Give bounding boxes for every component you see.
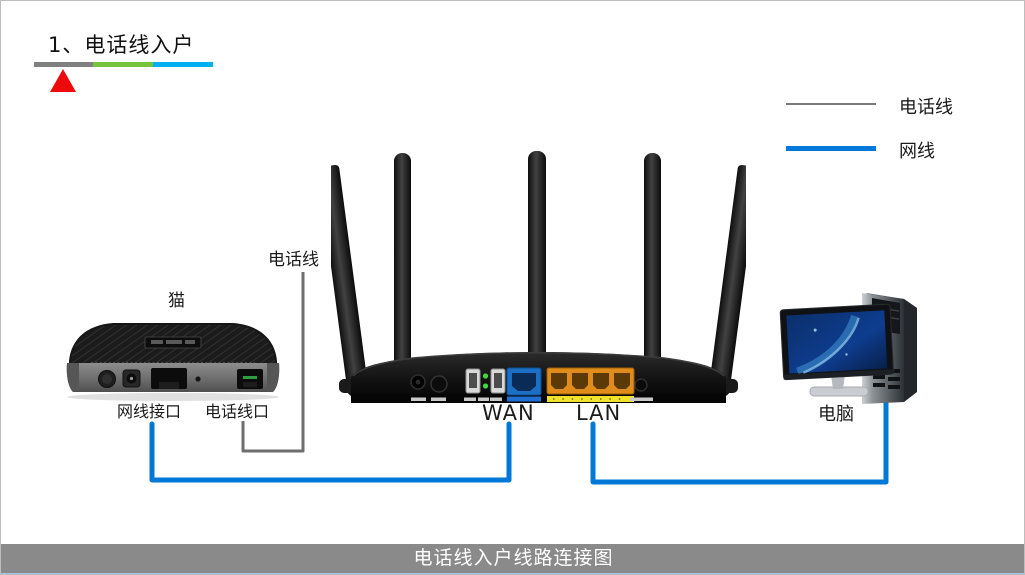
monitor-stand — [831, 375, 845, 389]
title-underline — [34, 62, 213, 67]
router-port-labels-strip — [411, 396, 653, 402]
page-title: 1、电话线入户 — [48, 33, 195, 57]
computer-label: 电脑 — [818, 404, 854, 425]
router-led-green-2 — [482, 383, 489, 389]
monitor-screen — [786, 310, 888, 374]
underline-segment-green — [93, 62, 153, 67]
router-wps-button — [634, 378, 648, 392]
modem-label: 猫 — [168, 291, 185, 311]
phone-line-wire — [241, 272, 305, 453]
antenna-right-outer — [708, 164, 746, 393]
modem-illustration — [66, 323, 280, 401]
modem-shadow — [67, 393, 279, 401]
router-ports — [410, 367, 648, 396]
pc-monitor — [779, 303, 894, 381]
caption-bar: 电话线入户线路连接图 — [1, 544, 1024, 573]
router-power-switch — [430, 375, 448, 393]
legend-phone-line-label: 电话线 — [899, 97, 953, 118]
legend-network-line-swatch — [786, 146, 876, 151]
router-lan-ports — [546, 367, 635, 395]
router-ethernet-label-strip — [547, 396, 634, 402]
antenna-center — [528, 151, 546, 383]
router-wan-label: WAN — [482, 401, 535, 425]
underline-segment-cyan — [153, 62, 213, 67]
antenna-left-outer — [331, 164, 369, 393]
underline-segment-gray — [34, 62, 93, 67]
modem-network-port-label: 网线接口 — [117, 402, 182, 421]
legend-phone-line-swatch — [786, 103, 876, 105]
red-triangle-marker — [50, 69, 76, 92]
modem-reset-hole — [195, 376, 201, 382]
router-internet-label-strip — [507, 396, 541, 402]
legend-network-line-label: 网线 — [899, 141, 935, 162]
antenna-left-inner — [394, 153, 411, 371]
footer-strip — [1, 573, 1024, 574]
phone-cable-label: 电话线 — [268, 250, 319, 270]
antenna-right-inner — [644, 153, 661, 371]
network-wire-modem-to-wan — [149, 421, 512, 483]
router-led-green-1 — [482, 373, 489, 379]
router-illustration — [331, 151, 746, 403]
computer-illustration — [779, 293, 917, 404]
modem-phone-port-label: 电话线口 — [205, 402, 270, 421]
network-wire-lan-to-pc — [590, 397, 889, 485]
router-lan-label: LAN — [576, 401, 622, 425]
